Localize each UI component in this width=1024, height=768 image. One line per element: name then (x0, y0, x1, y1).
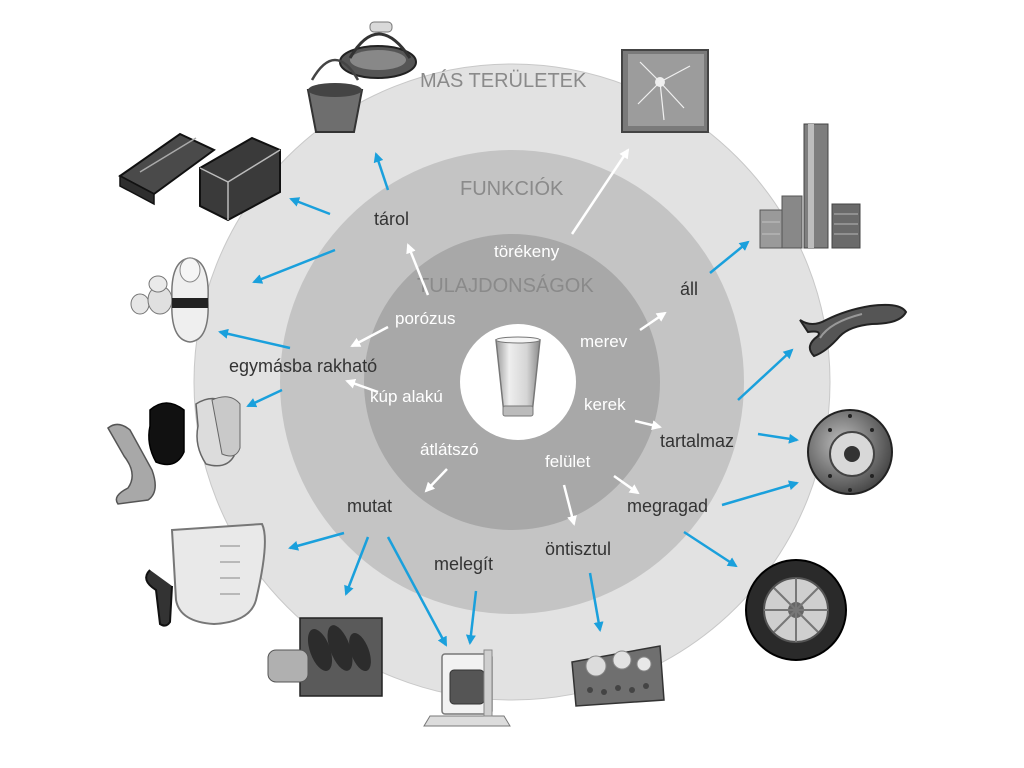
arrow-merev (639, 311, 667, 332)
flower-pot-bucket-icon (306, 21, 417, 133)
arrow-porozus-egymasba (350, 325, 389, 348)
arrow-kup (345, 378, 379, 394)
label-merev: merev (580, 332, 628, 351)
label-atlatszo: átlátszó (420, 440, 479, 459)
nesting-dolls-icon (130, 257, 209, 343)
label-mutat: mutat (347, 496, 392, 516)
inner-ring-title: TULAJDONSÁGOK (417, 274, 594, 297)
label-kup-alaku: kúp alakú (370, 387, 443, 406)
arrow-tarol-case (289, 197, 331, 216)
arrow-kerek (634, 419, 662, 430)
label-tartalmaz: tartalmaz (660, 431, 734, 451)
arrow-atlatszo (424, 468, 448, 493)
label-porozus: porózus (395, 309, 455, 328)
measuring-jug-icon (145, 522, 266, 627)
label-felulet: felület (545, 452, 591, 471)
arrow-tarol-pot (373, 152, 390, 191)
tire-icon (745, 559, 847, 661)
label-torekeny: törékeny (494, 242, 560, 261)
arrow-megragad-tire (683, 530, 738, 568)
toaster-icon (423, 649, 511, 727)
thermal-image-icon (267, 617, 383, 697)
arrow-tartalmaz-gripper (737, 348, 794, 401)
arrow-porozus-tarol (406, 243, 430, 296)
skyscrapers-icon (759, 123, 861, 249)
arrow-ontisztul (588, 572, 604, 632)
label-tarol: tárol (374, 209, 409, 229)
arrow-megragad-disc (721, 480, 799, 507)
arrow-egymasba-chairs (246, 388, 283, 408)
gripper-tool-icon (799, 303, 908, 358)
label-all: áll (680, 279, 698, 299)
arrow-torekeny (570, 148, 630, 235)
label-kerek: kerek (584, 395, 626, 414)
brake-disc-icon (807, 409, 893, 495)
application-arrows (218, 152, 799, 647)
label-megragad: megragad (627, 496, 708, 516)
arrow-all (709, 240, 750, 274)
arrow-felulet-ontisztul (562, 484, 577, 526)
arrow-egymasba-dolls (218, 328, 291, 350)
label-ontisztul: öntisztul (545, 539, 611, 559)
outer-ring-title: MÁS TERÜLETEK (420, 69, 587, 92)
stacking-chairs-icon (107, 396, 241, 505)
arrow-melegit (465, 590, 478, 645)
label-melegit: melegít (434, 554, 493, 574)
arrow-mutat-thermal (344, 536, 370, 596)
arrow-mutat-toaster (386, 536, 448, 647)
arrow-felulet-megragad (613, 474, 640, 495)
label-egymasba: egymásba rakható (229, 356, 377, 376)
arrow-tarol-dolls (252, 248, 336, 284)
drinking-glass-icon (495, 336, 541, 417)
arrow-mutat-jug (288, 531, 345, 551)
middle-ring-title: FUNKCIÓK (460, 177, 564, 200)
cracked-glass-panel-icon (621, 49, 709, 133)
storage-case-icon (118, 132, 281, 222)
arrow-tartalmaz-disc (757, 432, 799, 444)
lotus-surface-icon (571, 645, 665, 707)
property-arrows (345, 148, 667, 526)
